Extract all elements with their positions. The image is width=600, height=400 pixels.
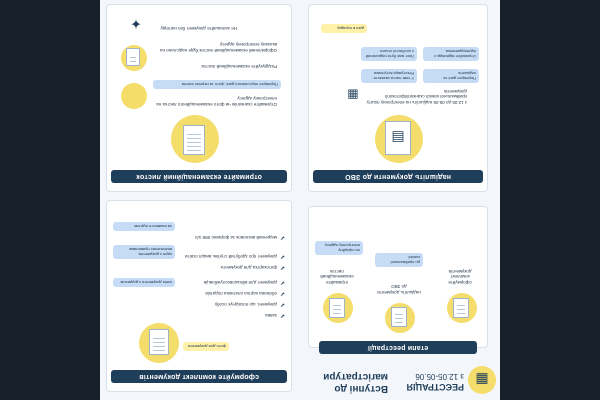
kit-item-3: документ для військовослужбовців [203, 280, 277, 285]
check-icon: ✔ [279, 312, 285, 318]
send-bubble-1: Перевірте дані та надішліть [423, 69, 479, 83]
check-icon: ✔ [279, 301, 285, 307]
stage-bubble-left: на офіційну електронну адресу [315, 241, 363, 255]
form-kit-bubble-top: фото для документа [183, 342, 229, 351]
check-icon: ✔ [279, 253, 285, 259]
left-dark-margin [500, 0, 600, 400]
stage-step1-label: сформуйте комплект документів [448, 269, 472, 285]
exam-text-top: Отримайте сканкопію чи фото екзаменаційн… [156, 96, 277, 108]
stage-bubble-right: до приймальної комісії [375, 253, 423, 267]
kit-item-5: документ про здобутий ступінь вищої осві… [185, 254, 277, 259]
stages-panel: етапи реєстрації сформуйте комплект доку… [308, 206, 488, 354]
send-bubble-2: У темі листа зазначте: Реєстрація вступн… [361, 69, 417, 83]
send-bubble-3: Отримайте відповідь з підтвердженням [423, 47, 479, 61]
header-title-line1: Вступні до [334, 383, 388, 394]
send-docs-panel: надішліть документи до ЗВО ▤ ▦ з 12.05 д… [308, 4, 488, 192]
exam-sheet-icon [183, 125, 205, 155]
sparkle-icon: ✦ [130, 16, 142, 33]
printer-icon [126, 48, 140, 66]
form-kit-panel: сформуйте комплект документів фото для д… [106, 200, 292, 392]
kit-bubble-mid1: копія документа з додатком [113, 278, 175, 287]
document-icon [391, 307, 407, 327]
kit-item-4: фотокартка для документа [220, 265, 277, 270]
send-bubble-4: Лист має бути надісланий з особистої пош… [361, 47, 417, 61]
exam-text-footer: Не залишайте документ без нагляду [160, 26, 237, 31]
document-icon [453, 298, 469, 318]
exam-text-mid: Роздрукуйте екзаменаційний листок [201, 64, 278, 69]
reg-label: РЕЄСТРАЦІЯ [406, 382, 464, 392]
exam-sheet-title: отримайте екзаменаційний листок [111, 170, 287, 183]
header-title-line2: магістратури [323, 371, 388, 382]
check-icon: ✔ [279, 290, 285, 296]
exam-text-bottom: Оформлений екзаменаційний листок буде на… [159, 42, 277, 54]
stages-title: етапи реєстрації [319, 341, 477, 354]
stage-step2-label: надішліть документи до ЗВО [377, 284, 421, 296]
document-icon [329, 298, 345, 318]
infographic-sheet: ▦ РЕЄСТРАЦІЯ з 12.05-05.06 Вступні до ма… [100, 0, 500, 400]
calendar-icon: ▦ [475, 372, 489, 389]
kit-bubble-bottom: за наявності підстав [113, 222, 175, 231]
exam-step-circle [121, 83, 147, 109]
form-kit-title: сформуйте комплект документів [111, 370, 287, 383]
stage-step3-label: отримайте екзаменаційний листок [320, 269, 354, 285]
right-dark-margin [0, 0, 100, 400]
kit-item-1: документ, що посвідчує особу [214, 302, 277, 307]
send-bubble-yellow: дані в порядку [321, 24, 367, 33]
send-docs-dates: з 12.05 до 05.06 надішліть на електронну… [366, 89, 467, 105]
calendar-icon: ▦ [347, 88, 359, 102]
check-icon: ✔ [279, 264, 285, 270]
kit-item-6: медичний висновок за формою 086-1/о [195, 235, 277, 240]
exam-sheet-panel: отримайте екзаменаційний листок Отримайт… [106, 4, 292, 192]
reg-dates: з 12.05-05.06 [415, 372, 464, 381]
folder-icon [149, 329, 169, 355]
kit-item-0: заява [265, 313, 277, 318]
check-icon: ✔ [279, 234, 285, 240]
kit-bubble-mid2: один з документів, визначених правилами [113, 245, 175, 259]
phone-icon: ▤ [385, 121, 411, 155]
exam-bubble-mid: Перевірте персональні дані, фото та пере… [153, 80, 281, 89]
send-docs-title: надішліть документи до ЗВО [313, 170, 483, 183]
check-icon: ✔ [279, 279, 285, 285]
kit-item-2: облікова картка платника податків [205, 291, 277, 296]
